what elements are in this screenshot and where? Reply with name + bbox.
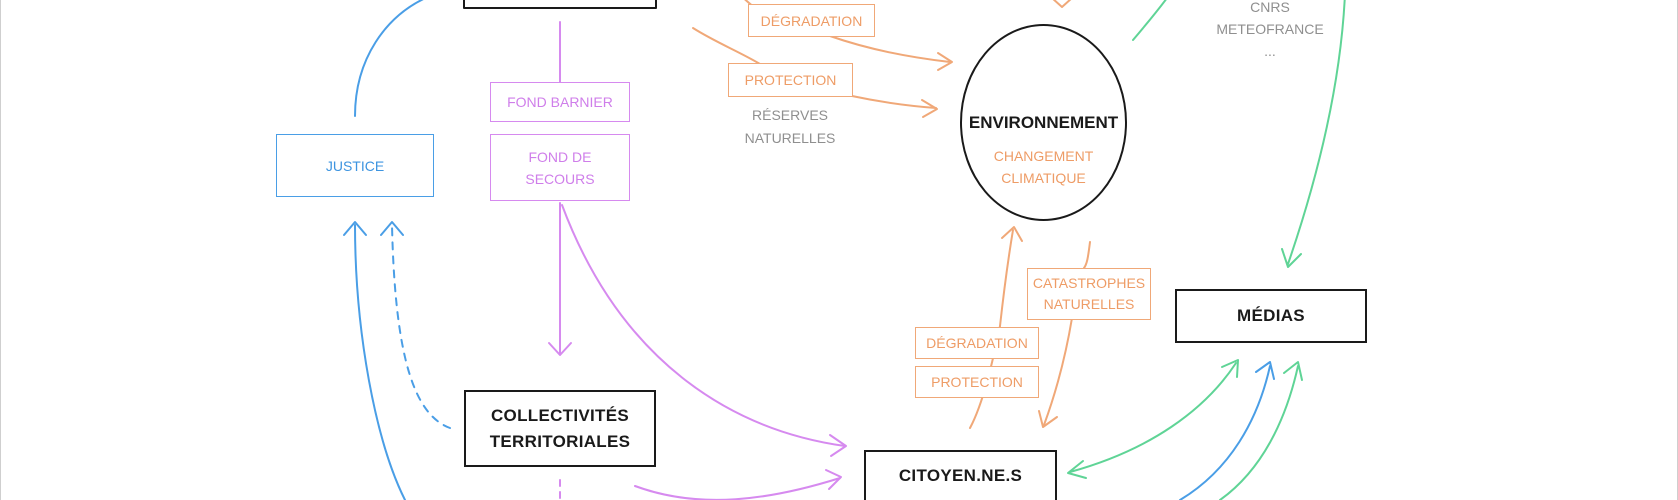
fond-barnier-box: FOND BARNIER — [490, 82, 630, 122]
arrowhead-medias-green-2 — [1283, 361, 1303, 381]
arrowhead-medias-green — [1221, 359, 1239, 378]
arrowhead-env-degradation — [937, 52, 953, 71]
fond-secours-box: FOND DE SECOURS — [490, 134, 630, 201]
frame-left-edge — [0, 0, 1, 500]
arrow-catastrophes-to-citoyens — [1043, 317, 1073, 426]
arrow-justice-to-top — [354, 0, 424, 117]
arrow-research-to-medias — [1287, 0, 1346, 265]
environnement-circle — [960, 24, 1127, 221]
protection-top-tag: PROTECTION — [728, 63, 853, 97]
medias-box: MÉDIAS — [1175, 289, 1367, 343]
arrow-fonds-to-citoyens — [561, 204, 846, 447]
arrowhead-citoyens-orange — [1038, 410, 1058, 428]
arrow-collectivites-to-citoyens — [634, 477, 841, 500]
line-env-to-catastrophes — [1083, 241, 1091, 269]
changement-climatique-label: CHANGEMENT CLIMATIQUE — [993, 148, 1094, 186]
arrow-medias-citoyens — [1069, 362, 1237, 473]
reserves-naturelles-note: RÉSERVES NATURELLES — [744, 107, 836, 146]
research-institutions-note: CNRS METEOFRANCE ... — [1216, 0, 1324, 59]
arrowhead-collectivites — [548, 342, 572, 356]
arrow-protection-to-environment — [851, 95, 937, 109]
arrowhead-env-top — [1052, 0, 1072, 8]
arrowhead-justice-solid — [343, 221, 367, 236]
arrowhead-citoyens-purple-2 — [825, 469, 842, 490]
protection-bottom-tag: PROTECTION — [915, 366, 1039, 398]
line-research-to-environment — [1132, 0, 1167, 41]
top-entity-box — [463, 0, 657, 9]
arrow-bottom-to-justice — [354, 224, 406, 500]
arrow-bottom-to-medias-blue — [1179, 365, 1271, 500]
arrowhead-env-protection — [921, 99, 938, 118]
justice-box: JUSTICE — [276, 134, 434, 197]
arrow-degradation-to-environment-bottom — [999, 229, 1014, 327]
arrow-bottom-to-medias-green — [1219, 365, 1299, 500]
arrow-degradation-to-environment — [829, 35, 951, 63]
arrowhead-citoyens-green — [1067, 460, 1087, 479]
arrowhead-env-bottom — [1001, 226, 1023, 242]
arrow-collectivites-to-justice — [391, 224, 451, 429]
line-top-to-protection — [692, 27, 761, 65]
collectivites-territoriales-box: COLLECTIVITÉS TERRITORIALES — [464, 390, 656, 467]
citoyens-box: CITOYEN.NE.S — [864, 450, 1057, 500]
environnement-title: ENVIRONNEMENT — [968, 113, 1119, 132]
degradation-top-tag: DÉGRADATION — [748, 4, 875, 37]
arrowhead-justice-dashed — [380, 221, 404, 236]
arrowhead-medias-top — [1281, 248, 1302, 268]
arrowhead-citoyens-purple — [829, 434, 847, 457]
arrowhead-medias-blue — [1255, 361, 1275, 380]
catastrophes-naturelles-tag: CATASTROPHES NATURELLES — [1027, 268, 1151, 320]
degradation-bottom-tag: DÉGRADATION — [915, 327, 1039, 359]
